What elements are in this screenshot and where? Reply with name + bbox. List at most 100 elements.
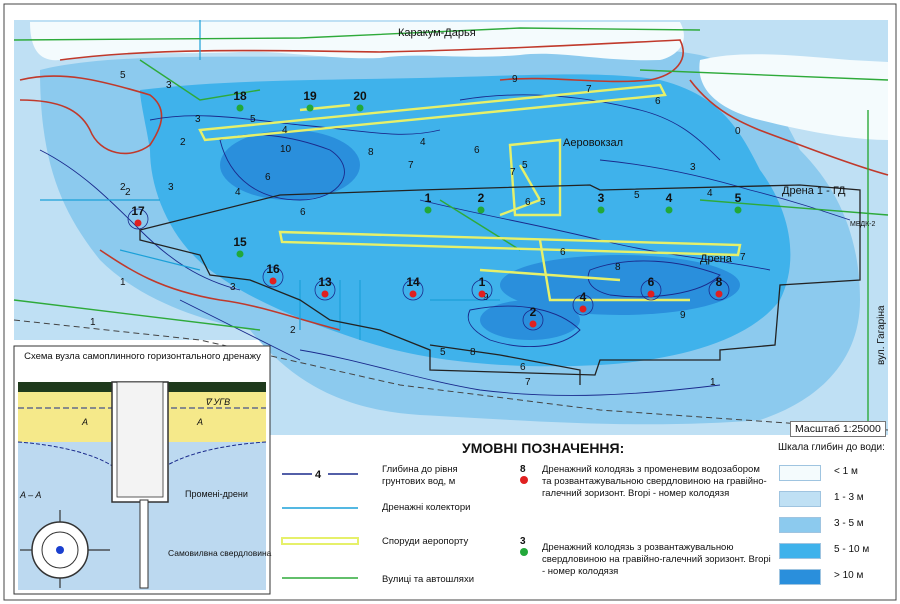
legend-green-num: 3 <box>520 536 526 547</box>
red-well-marker <box>269 277 277 285</box>
well-number: 3 <box>598 191 605 205</box>
station-label: МВДК-2 <box>850 221 875 228</box>
contour-label: 3 <box>166 80 172 91</box>
drainage-collectors <box>40 20 500 340</box>
street-label: вул. Гагаріна <box>876 305 887 365</box>
depth-scale-label: < 1 м <box>834 466 858 477</box>
contour-label: 4 <box>420 137 426 148</box>
contour-label: 5 <box>522 160 528 171</box>
contour-label: 1 <box>710 377 716 388</box>
depth-zone-gt10-c <box>480 300 580 340</box>
well-number: 15 <box>233 235 247 249</box>
depth-scale-swatch <box>779 465 821 481</box>
contour-label: 10 <box>280 144 292 155</box>
contour-label: 6 <box>474 145 480 156</box>
red-well-marker <box>321 290 329 298</box>
depth-scale-swatch <box>779 517 821 533</box>
legend-well-symbols: 8 3 <box>520 464 528 556</box>
airport-boundary <box>139 184 861 376</box>
depth-scale-swatch <box>779 543 821 559</box>
legend-red-well-icon <box>520 476 528 484</box>
green-well-marker <box>236 250 244 258</box>
contour-label: 2 <box>180 137 186 148</box>
contour-label: 9 <box>512 74 518 85</box>
well-ring <box>262 266 284 288</box>
contour-label: 2 <box>120 182 126 193</box>
legend-symbols: 4 <box>281 469 359 579</box>
well-ring <box>314 279 336 301</box>
contour-label: 4 <box>707 188 713 199</box>
contour-label: 5 <box>540 197 546 208</box>
contour-label: 5 <box>250 114 256 125</box>
contour-label: 5 <box>440 347 446 358</box>
contour-label: 7 <box>510 167 516 178</box>
red-contour-west <box>19 75 163 155</box>
contour-label: 6 <box>265 172 271 183</box>
contour-label: 6 <box>525 197 531 208</box>
well-number: 19 <box>303 89 317 103</box>
well-number: 8 <box>716 275 723 289</box>
depth-scale-label: 1 - 3 м <box>834 492 864 503</box>
well-number: 5 <box>735 191 742 205</box>
legend-green-well-icon <box>520 548 528 556</box>
contour-label: 3 <box>690 162 696 173</box>
well-ring <box>708 279 730 301</box>
depth-scale-swatch <box>779 491 821 507</box>
contour-label: 8 <box>615 262 621 273</box>
green-well-marker <box>424 206 432 214</box>
green-well-marker <box>665 206 673 214</box>
contour-label: 5 <box>634 190 640 201</box>
contour-label: 9 <box>483 292 489 303</box>
schema-title: Схема вузла самоплинного горизонтального… <box>24 351 261 362</box>
contour-label: 3 <box>168 182 174 193</box>
legend-red-well-text: Дренажний колодязь з променевим водозабо… <box>542 464 767 499</box>
red-contour-southwest <box>99 249 341 331</box>
legend-green-well-text: Дренажний колодязь з розвантажувальною с… <box>542 542 771 577</box>
depth-zone-gt10-a <box>220 130 360 200</box>
contour-label: 1 <box>120 277 126 288</box>
well-ring <box>127 208 149 230</box>
schema-a2: A <box>196 417 203 427</box>
contour-label: 6 <box>300 207 306 218</box>
depth-scale-swatch <box>779 569 821 585</box>
well-number: 4 <box>580 290 587 304</box>
well-ring <box>402 279 424 301</box>
well-number: 17 <box>131 204 145 218</box>
contour-label: 4 <box>282 125 288 136</box>
contour-label: 1 <box>90 317 96 328</box>
red-well-marker <box>579 305 587 313</box>
contour-label: 7 <box>408 160 414 171</box>
depth-scale-label: 3 - 5 м <box>834 518 864 529</box>
legend-airport-text: Споруди аеропорту <box>382 536 469 547</box>
legend-collectors-text: Дренажні колектори <box>382 502 471 513</box>
well-number: 13 <box>318 275 332 289</box>
contour-label: 7 <box>586 84 592 95</box>
red-well-marker <box>647 290 655 298</box>
well-ring <box>640 279 662 301</box>
depth-zone-lt1-ne <box>699 54 888 140</box>
airport-boundary-inner <box>429 344 581 385</box>
red-well-marker <box>715 290 723 298</box>
red-well-marker <box>409 290 417 298</box>
contour-label: 9 <box>680 310 686 321</box>
green-well-marker <box>356 104 364 112</box>
well-number: 14 <box>406 275 420 289</box>
contour-label: 6 <box>560 247 566 258</box>
well-number: 4 <box>666 191 673 205</box>
contour-label: 7 <box>740 252 746 263</box>
green-well-marker <box>236 104 244 112</box>
schema-ugv: ∇ УГВ <box>205 397 230 407</box>
well-ring <box>471 279 493 301</box>
green-well-marker <box>306 104 314 112</box>
legend-depth-num: 4 <box>315 469 322 481</box>
contour-label: 8 <box>470 347 476 358</box>
schema-a1: A <box>81 417 88 427</box>
contour-label: 6 <box>655 96 661 107</box>
legend-depth-text: Глибина до рівня грунтових вод, м <box>382 464 458 487</box>
contour-label: 0 <box>735 126 741 137</box>
green-well-marker <box>597 206 605 214</box>
well-number: 6 <box>648 275 655 289</box>
red-contour-east <box>689 79 889 176</box>
